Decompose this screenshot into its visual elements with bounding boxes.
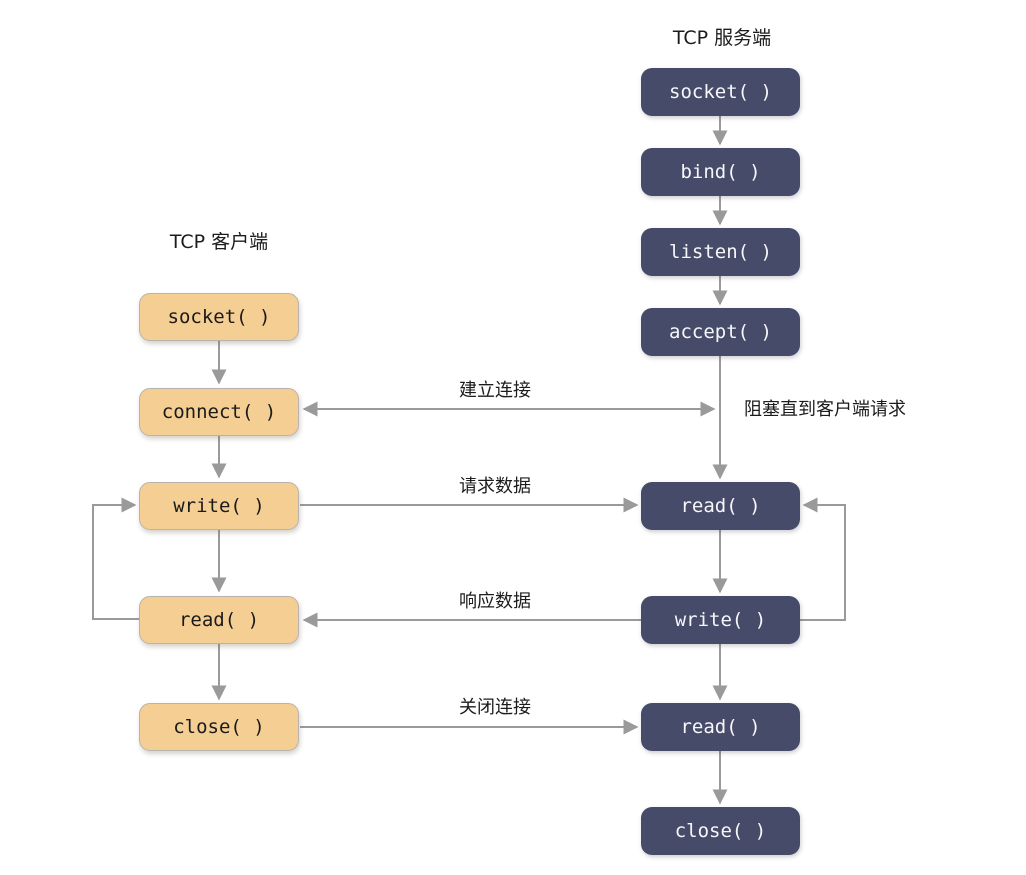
server-box-listen: listen( ) — [641, 228, 800, 276]
server-box-accept: accept( ) — [641, 308, 800, 356]
label-establish-connection: 建立连接 — [459, 380, 531, 401]
client-box-close: close( ) — [139, 703, 299, 751]
arrow-server-write-loop-to-read — [800, 497, 846, 621]
client-box-connect: connect( ) — [139, 388, 299, 436]
label-request-data: 请求数据 — [459, 476, 531, 497]
server-box-close: close( ) — [641, 807, 800, 855]
server-box-bind: bind( ) — [641, 148, 800, 196]
server-box-write: write( ) — [641, 596, 800, 644]
client-column-title: TCP 客户端 — [169, 231, 269, 253]
label-response-data: 响应数据 — [459, 591, 531, 612]
client-box-socket: socket( ) — [139, 293, 299, 341]
server-column-title: TCP 服务端 — [672, 27, 772, 49]
server-box-socket: socket( ) — [641, 68, 800, 116]
label-blocking-note: 阻塞直到客户端请求 — [744, 399, 906, 420]
client-box-read: read( ) — [139, 596, 299, 644]
client-box-write: write( ) — [139, 482, 299, 530]
arrow-client-read-loop-to-write — [92, 497, 139, 620]
server-box-read: read( ) — [641, 482, 800, 530]
label-close-connection: 关闭连接 — [459, 697, 531, 718]
server-box-read2: read( ) — [641, 703, 800, 751]
